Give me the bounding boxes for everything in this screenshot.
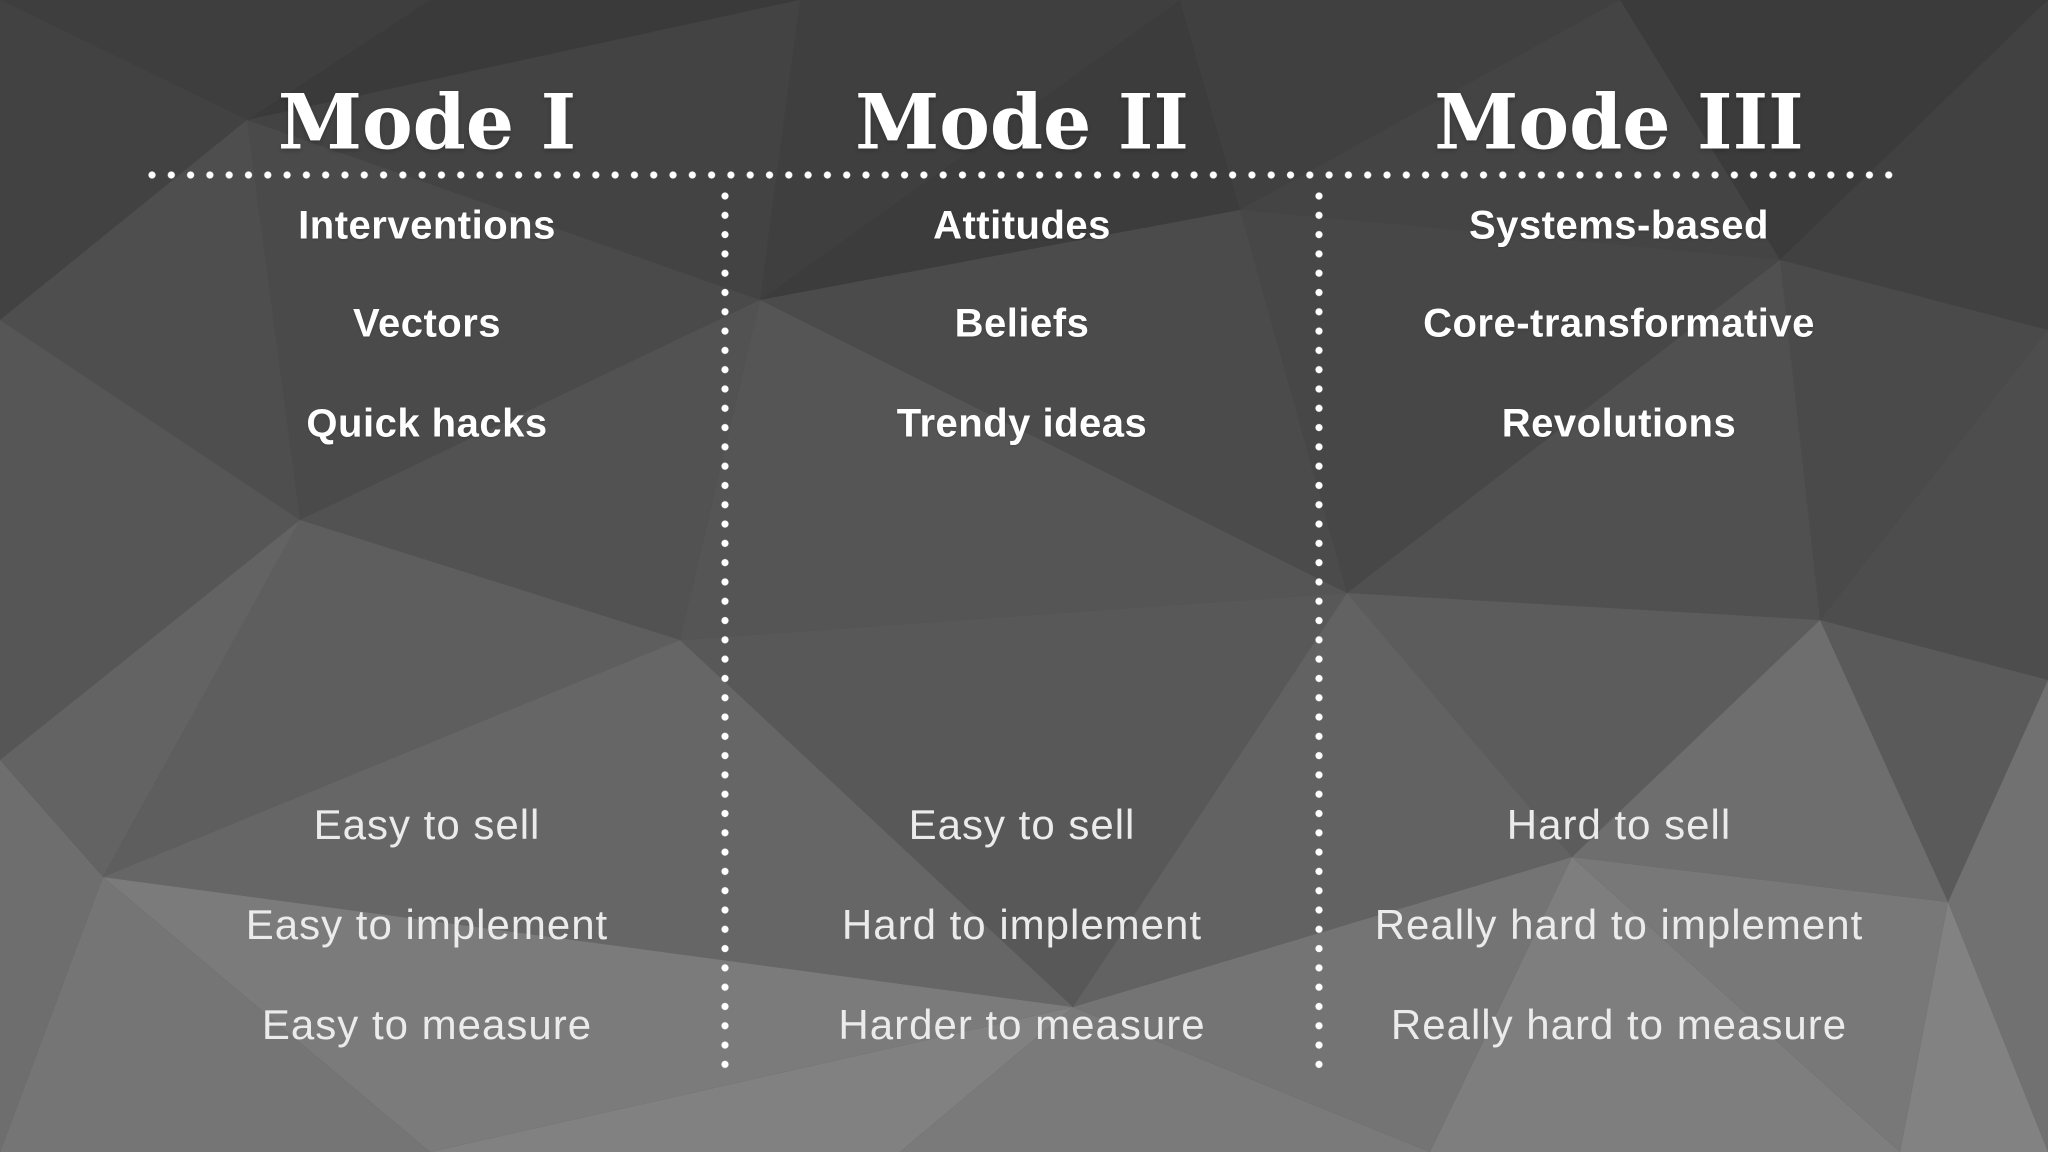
feature-item: Systems-based <box>1469 203 1769 248</box>
mode-column-1: Mode I Interventions Vectors Quick hacks… <box>130 0 724 1152</box>
feature-item: Revolutions <box>1501 401 1737 446</box>
quality-item: Easy to sell <box>313 801 541 848</box>
feature-item: Quick hacks <box>306 401 548 446</box>
quality-item: Easy to measure <box>261 1001 593 1048</box>
feature-item: Beliefs <box>954 301 1090 346</box>
mode-column-2: Mode II Attitudes Beliefs Trendy ideas E… <box>724 0 1320 1152</box>
quality-item: Hard to implement <box>841 901 1203 948</box>
quality-item: Easy to sell <box>908 801 1136 848</box>
quality-item: Harder to measure <box>838 1001 1206 1048</box>
feature-item: Core-transformative <box>1423 301 1815 346</box>
dotted-divider-vertical-1 <box>721 192 729 1078</box>
dotted-divider-vertical-2 <box>1315 192 1323 1078</box>
feature-item: Vectors <box>352 301 502 346</box>
mode-title: Mode II <box>855 77 1189 167</box>
quality-item: Easy to implement <box>245 901 609 948</box>
feature-item: Attitudes <box>933 203 1111 248</box>
feature-item: Interventions <box>298 203 556 248</box>
mode-title: Mode III <box>1434 77 1804 167</box>
quality-item: Really hard to implement <box>1374 901 1864 948</box>
feature-item: Trendy ideas <box>896 401 1148 446</box>
quality-item: Hard to sell <box>1506 801 1732 848</box>
quality-item: Really hard to measure <box>1390 1001 1848 1048</box>
mode-column-3: Mode III Systems-based Core-transformati… <box>1320 0 1918 1152</box>
mode-title: Mode I <box>277 77 577 167</box>
dotted-divider-horizontal <box>148 171 1904 179</box>
